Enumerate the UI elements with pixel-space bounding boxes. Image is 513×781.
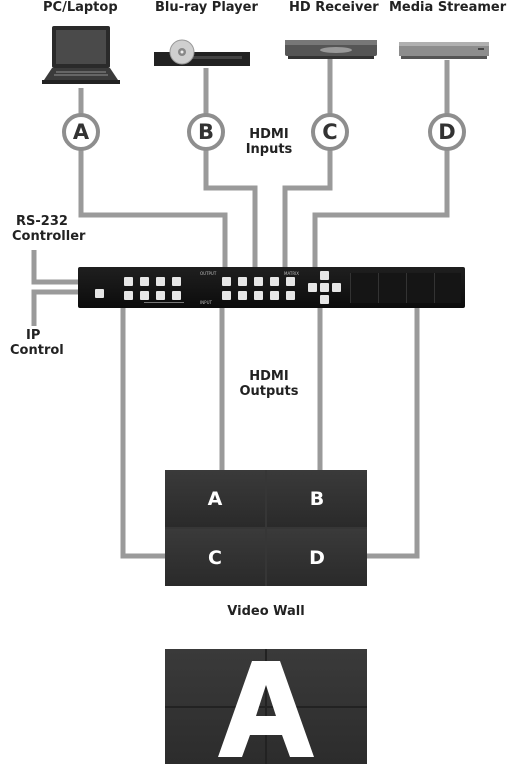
wire-rs232 xyxy=(31,250,80,285)
preset-button[interactable] xyxy=(156,291,165,300)
input-d-badge: D xyxy=(428,113,466,151)
nav-left-button[interactable] xyxy=(308,283,317,292)
input-button[interactable] xyxy=(286,291,295,300)
wire-ip xyxy=(31,289,80,326)
output-button[interactable] xyxy=(222,277,231,286)
hdmi-outputs-line1: HDMI xyxy=(249,369,289,384)
ip-line2: Control xyxy=(10,343,64,358)
nav-up-button[interactable] xyxy=(320,271,329,280)
source-title-streamer: Media Streamer xyxy=(389,0,507,15)
wire-input-d xyxy=(312,60,450,268)
video-wall-combined: A xyxy=(165,649,367,764)
input-button[interactable] xyxy=(254,291,263,300)
nav-enter-button[interactable] xyxy=(320,283,329,292)
input-label: INPUT xyxy=(200,300,212,305)
hdmi-matrix-switcher: OUTPUT INPUT MATRIX xyxy=(78,267,465,308)
input-a-badge: A xyxy=(62,113,100,151)
input-c-badge: C xyxy=(311,113,349,151)
video-wall-quad: A B C D xyxy=(165,470,367,586)
display-panel xyxy=(406,273,435,303)
wall-cell-d: D xyxy=(267,529,367,586)
nav-down-button[interactable] xyxy=(320,295,329,304)
big-letter-graphic xyxy=(218,661,314,757)
hdmi-outputs-label: HDMI Outputs xyxy=(236,369,302,399)
wire-input-a xyxy=(78,88,228,268)
ip-line1: IP xyxy=(26,328,41,343)
output-button[interactable] xyxy=(254,277,263,286)
wire-input-c xyxy=(282,58,333,268)
hd-receiver-icon xyxy=(284,38,378,60)
display-panel xyxy=(350,273,379,303)
media-streamer-icon xyxy=(398,40,490,62)
preset-button[interactable] xyxy=(172,291,181,300)
hdmi-outputs-line2: Outputs xyxy=(239,384,299,399)
power-button[interactable] xyxy=(95,289,104,298)
input-button[interactable] xyxy=(270,291,279,300)
wall-divider-horizontal xyxy=(165,706,367,708)
hdmi-inputs-line1: HDMI xyxy=(249,127,289,142)
preset-button[interactable] xyxy=(124,277,133,286)
input-b-badge: B xyxy=(187,113,225,151)
wall-cell-c: C xyxy=(165,529,265,586)
source-title-hd-receiver: HD Receiver xyxy=(289,0,379,15)
input-button[interactable] xyxy=(222,291,231,300)
preset-button[interactable] xyxy=(124,291,133,300)
display-panel xyxy=(378,273,407,303)
wire-output-1 xyxy=(120,307,166,559)
bluray-player-icon xyxy=(152,36,252,70)
group-bracket xyxy=(144,302,184,303)
rs232-controller-label: RS-232 Controller xyxy=(12,214,85,244)
display-panel xyxy=(434,273,461,303)
preset-button[interactable] xyxy=(140,277,149,286)
wire-input-b xyxy=(203,68,258,268)
preset-button[interactable] xyxy=(140,291,149,300)
source-title-bluray: Blu-ray Player xyxy=(155,0,258,15)
wall-cell-b: B xyxy=(267,470,367,527)
output-button[interactable] xyxy=(286,277,295,286)
preset-button[interactable] xyxy=(156,277,165,286)
preset-button[interactable] xyxy=(172,277,181,286)
rs232-line1: RS-232 xyxy=(16,214,68,229)
hdmi-inputs-line2: Inputs xyxy=(245,142,293,157)
wire-output-4 xyxy=(366,307,420,559)
output-label: OUTPUT xyxy=(200,271,217,276)
wall-cell-a: A xyxy=(165,470,265,527)
nav-right-button[interactable] xyxy=(332,283,341,292)
video-wall-label: Video Wall xyxy=(227,604,305,619)
output-button[interactable] xyxy=(238,277,247,286)
rs232-line2: Controller xyxy=(12,229,86,244)
source-title-pc: PC/Laptop xyxy=(43,0,118,15)
output-button[interactable] xyxy=(270,277,279,286)
hdmi-inputs-label: HDMI Inputs xyxy=(238,127,300,157)
input-button[interactable] xyxy=(238,291,247,300)
ip-control-label: IP Control xyxy=(10,328,64,358)
matrix-label: MATRIX xyxy=(284,271,300,276)
laptop-icon xyxy=(40,24,120,90)
